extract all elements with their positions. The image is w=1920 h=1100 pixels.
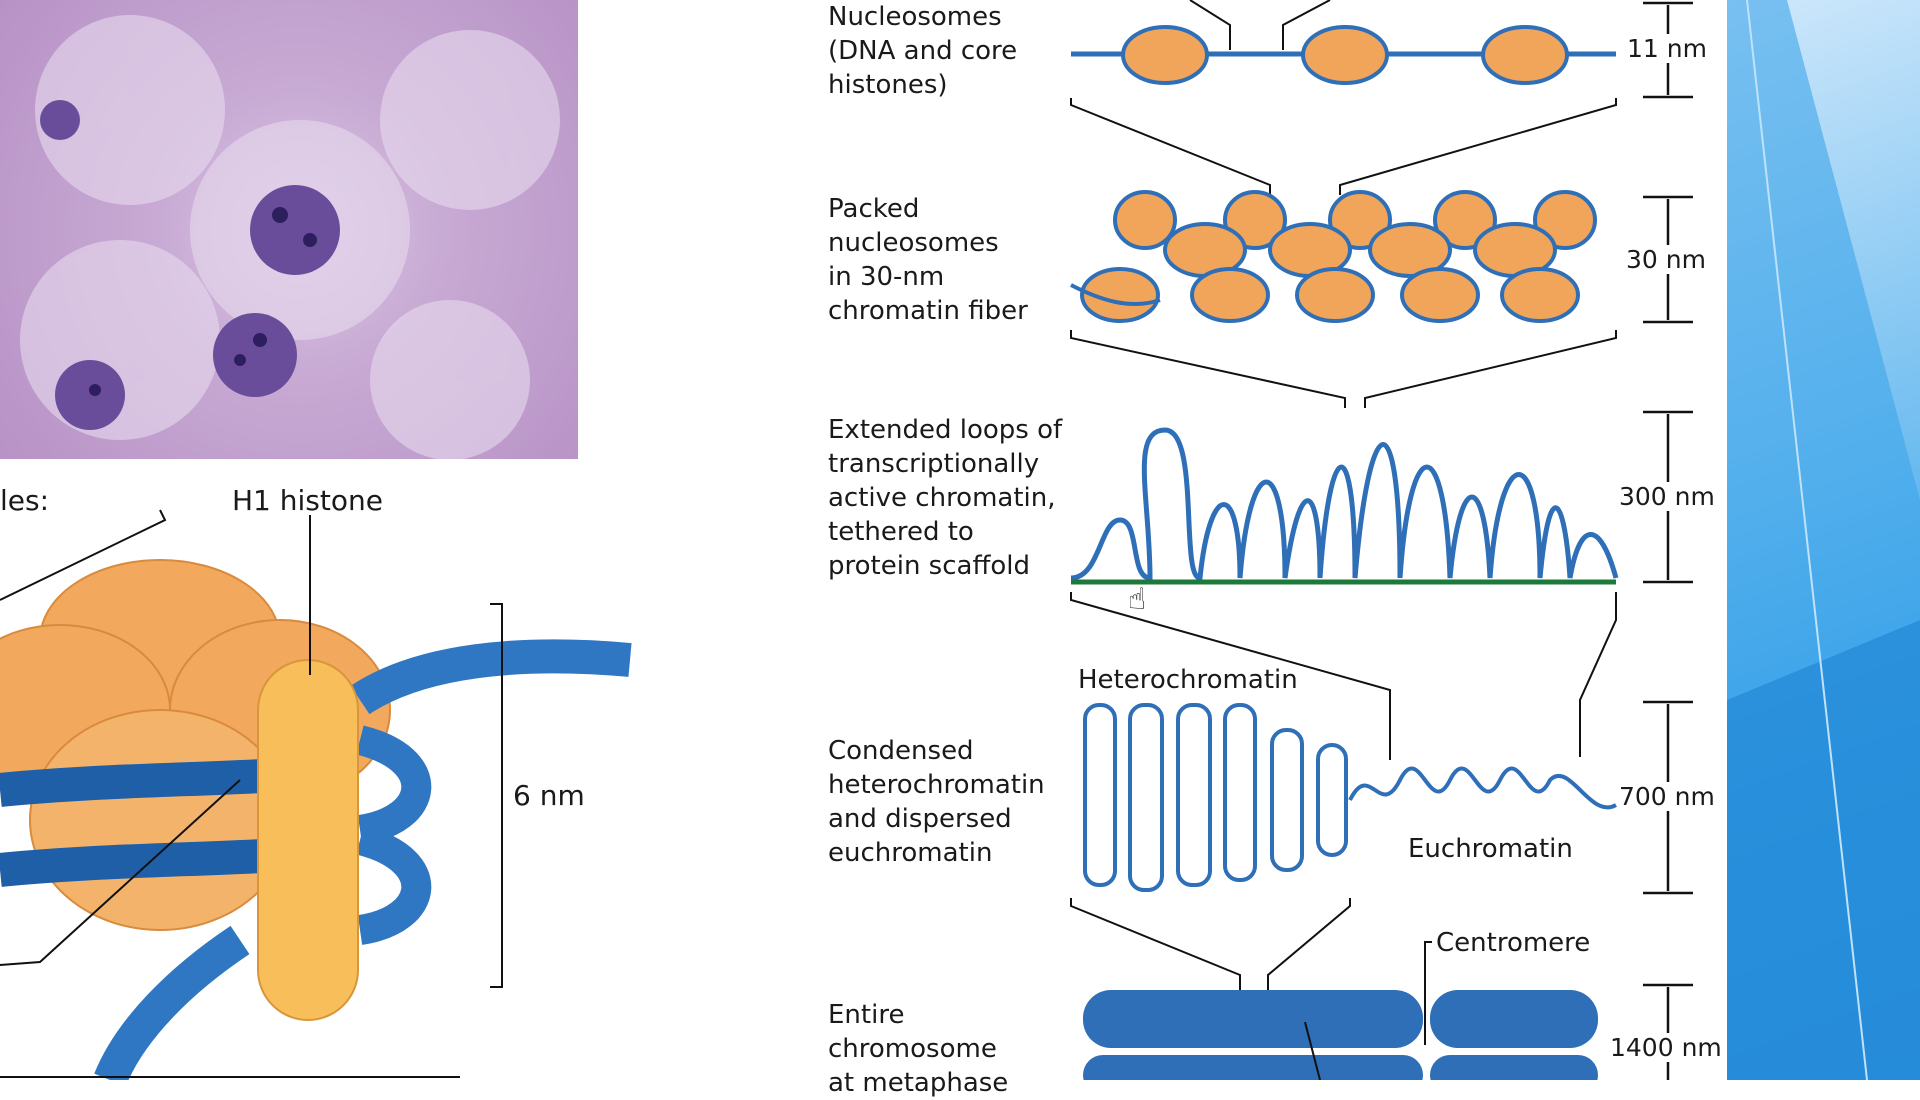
partial-label: les: — [0, 484, 50, 517]
slide-background-accent — [1727, 0, 1920, 1080]
heterochromatin-label: Heterochromatin — [1078, 665, 1298, 695]
scale-700nm: 700 nm — [1617, 782, 1717, 811]
h1-histone-label: H1 histone — [232, 484, 383, 517]
level-label-condensed: Condensed heterochromatin and dispersed … — [828, 736, 1045, 868]
scale-11nm: 11 nm — [1625, 34, 1709, 63]
heterochromatin-coils — [1070, 703, 1617, 990]
centromere-label: Centromere — [1436, 928, 1591, 958]
size-6nm-label: 6 nm — [513, 779, 585, 812]
euchromatin-label: Euchromatin — [1408, 834, 1573, 864]
micrograph-nuclei — [20, 15, 560, 459]
metaphase-chromosome — [1083, 941, 1598, 1080]
level-label-loops: Extended loops of transcriptionally acti… — [828, 415, 1063, 581]
scale-bars — [1643, 1, 1693, 1080]
scale-300nm: 300 nm — [1617, 482, 1717, 511]
level-label-nucleosomes: Nucleosomes (DNA and core histones) — [828, 2, 1018, 100]
hand-cursor-icon: ☝ — [1128, 582, 1147, 617]
scale-1400nm: 1400 nm — [1608, 1033, 1724, 1062]
nucleosome-string — [1070, 0, 1617, 195]
nucleosome-illustration — [0, 509, 632, 1080]
chromatin-loops — [1070, 427, 1619, 760]
chromatin-fiber-30nm — [1070, 190, 1617, 408]
scale-30nm: 30 nm — [1624, 245, 1708, 274]
level-label-chromosome: Entire chromosome at metaphase — [828, 1000, 1009, 1098]
level-label-30nm-fiber: Packed nucleosomes in 30-nm chromatin fi… — [828, 194, 1028, 326]
micrograph-image — [0, 0, 578, 459]
